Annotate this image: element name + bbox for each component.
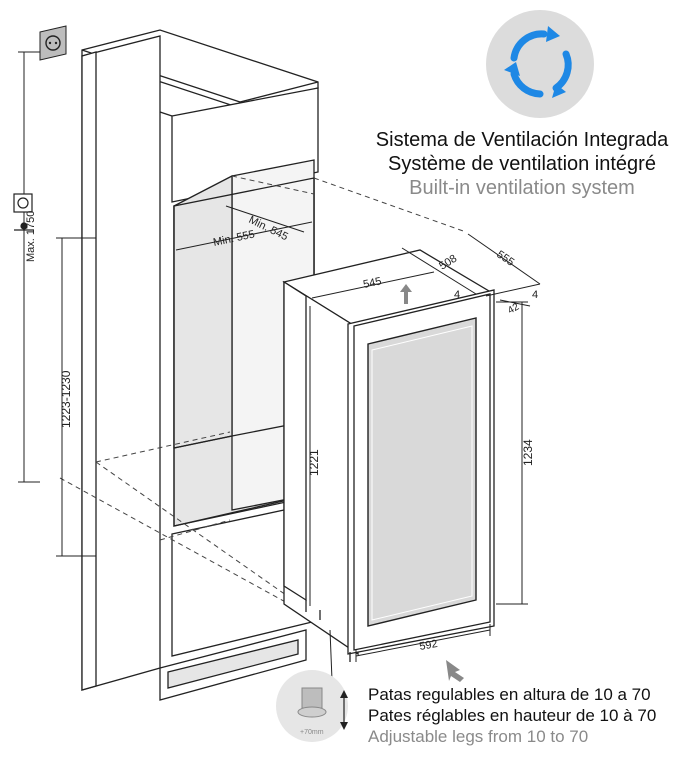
- ventilation-caption: Sistema de Ventilación Integrada Système…: [372, 128, 672, 200]
- airflow-in-arrow-icon: [446, 660, 464, 682]
- wine-cooler: [282, 249, 496, 662]
- socket-icon: [39, 25, 67, 61]
- ventilation-title-en: Built-in ventilation system: [409, 177, 635, 199]
- ventilation-title-es: Sistema de Ventilación Integrada: [375, 129, 669, 151]
- ventilation-title-fr: Système de ventilation intégré: [388, 153, 656, 175]
- ventilation-icon: [486, 10, 594, 118]
- legs-text-en: Adjustable legs from 10 to 70: [368, 727, 589, 746]
- dim-top-width: 545: [362, 275, 382, 291]
- dim-gap-42: 42: [506, 301, 522, 316]
- dimension-lines: [18, 51, 541, 681]
- airflow-up-arrow-icon: [400, 284, 412, 304]
- legs-text-es: Patas regulables en altura de 10 a 70: [368, 685, 651, 704]
- adjustable-leg-icon: +70mm: [276, 670, 348, 742]
- legs-caption: Patas regulables en altura de 10 a 70 Pa…: [368, 684, 688, 747]
- dim-max-height: Max. 1750: [25, 211, 37, 262]
- power-plug-icon: [13, 193, 34, 231]
- projection-lines: [59, 175, 467, 611]
- legs-text-fr: Pates réglables en hauteur de 10 à 70: [368, 706, 657, 725]
- dim-height-1221: 1221: [307, 449, 321, 476]
- dim-height-1234: 1234: [521, 439, 535, 466]
- dim-gap-4b: 4: [532, 289, 538, 301]
- leg-badge: +70mm: [300, 729, 324, 736]
- dim-niche-height: 1223-1230: [59, 370, 73, 428]
- dim-width-592: 592: [418, 638, 438, 653]
- dim-gap-4a: 4: [454, 289, 460, 301]
- tall-cabinet: [81, 29, 319, 701]
